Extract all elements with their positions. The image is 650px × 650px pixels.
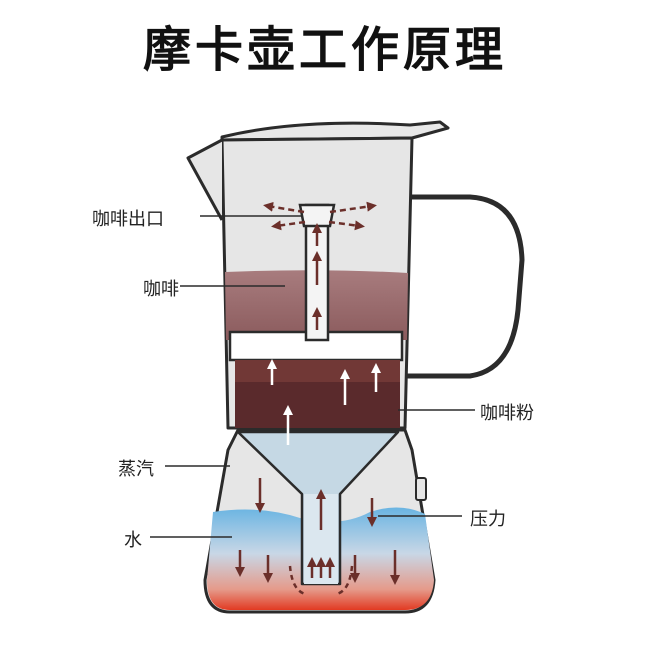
grounds-flow-arrows [267, 359, 381, 445]
label-coffee: 咖啡 [143, 279, 179, 300]
stem-flow-arrows [288, 489, 354, 596]
outlet-arrows [263, 201, 377, 231]
label-steam: 蒸汽 [118, 459, 154, 480]
pot-spout [186, 138, 224, 221]
safety-valve [415, 477, 427, 501]
label-water: 水 [124, 530, 142, 551]
pressure-arrows [235, 478, 400, 585]
pot-lid [220, 120, 450, 142]
page-title: 摩卡壶工作原理 [142, 22, 507, 78]
label-coffee-outlet: 咖啡出口 [92, 209, 164, 230]
leader-lines [150, 215, 475, 538]
pot-handle [405, 194, 525, 379]
label-pressure: 压力 [470, 509, 506, 530]
label-coffee-grounds: 咖啡粉 [480, 403, 534, 424]
